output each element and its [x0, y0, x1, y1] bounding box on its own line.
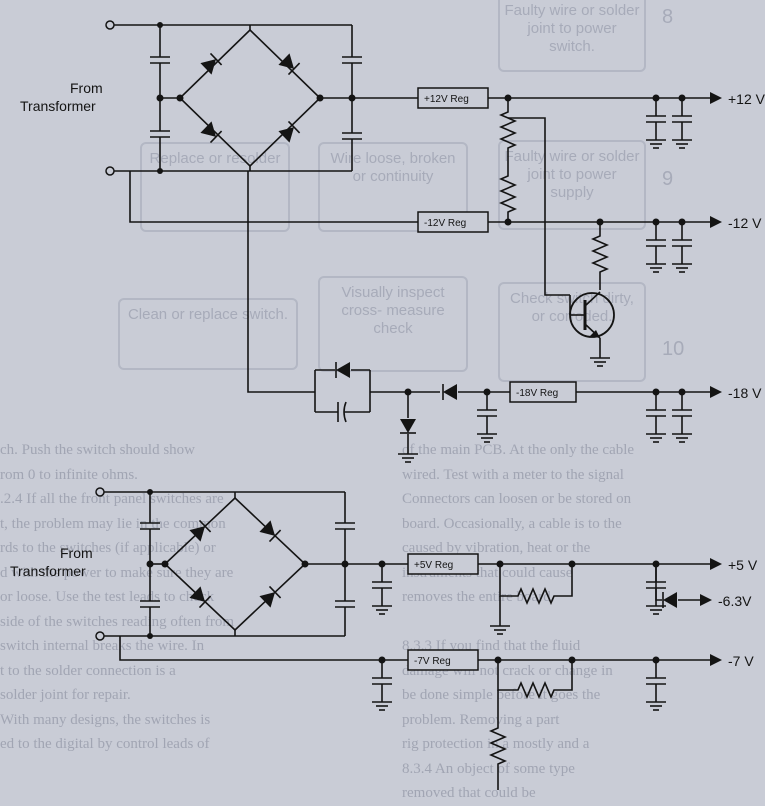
lower-power-supply: From Transformer — [10, 487, 758, 790]
bg-box-visually-inspect: Visually inspect cross- measure check — [318, 276, 468, 372]
input-terminal — [95, 631, 105, 641]
bg-box-solder-joint-power-supply: Faulty wire or solder joint to power sup… — [498, 140, 646, 230]
output-label-minus7v: -7 V — [728, 653, 754, 669]
bg-body-text-left: ch. Push the switch should show rom 0 to… — [0, 442, 235, 752]
input-terminal — [95, 487, 105, 497]
regulator-label: +12V Reg — [424, 94, 469, 105]
bridge-rectifier — [178, 28, 322, 168]
output-label-minus6v3: -6.3V — [718, 593, 752, 609]
bg-step-number: 9 — [662, 168, 674, 190]
bg-box-solder-joint-power-switch: Faulty wire or solder joint to power swi… — [498, 0, 646, 72]
bg-step-number: 10 — [662, 338, 685, 360]
output-label-plus5v: +5 V — [728, 557, 758, 573]
bridge-rectifier — [163, 496, 307, 632]
input-terminal — [105, 20, 115, 30]
bg-box-check-switch: Check switch dirty, or corroded. — [498, 282, 646, 382]
output-label-minus18v: -18 V — [728, 385, 762, 401]
bg-box-wire-loose: Wire loose, broken or continuity — [318, 142, 468, 232]
output-label-minus12v: -12 V — [728, 215, 762, 231]
upper-power-supply: From Transformer — [20, 20, 765, 463]
output-label-plus12v: +12 V — [728, 91, 765, 107]
regulator-label: -18V Reg — [516, 388, 558, 399]
regulator-label: -12V Reg — [424, 218, 466, 229]
source-label-line2: Transformer — [10, 563, 86, 579]
source-label-line1: From — [70, 80, 103, 96]
regulator-label: +5V Reg — [414, 560, 453, 571]
input-terminal — [105, 166, 115, 176]
regulator-label: -7V Reg — [414, 656, 451, 667]
source-label-line2: Transformer — [20, 98, 96, 114]
bg-step-number: 8 — [662, 6, 674, 28]
source-label-line1: From — [60, 545, 93, 561]
